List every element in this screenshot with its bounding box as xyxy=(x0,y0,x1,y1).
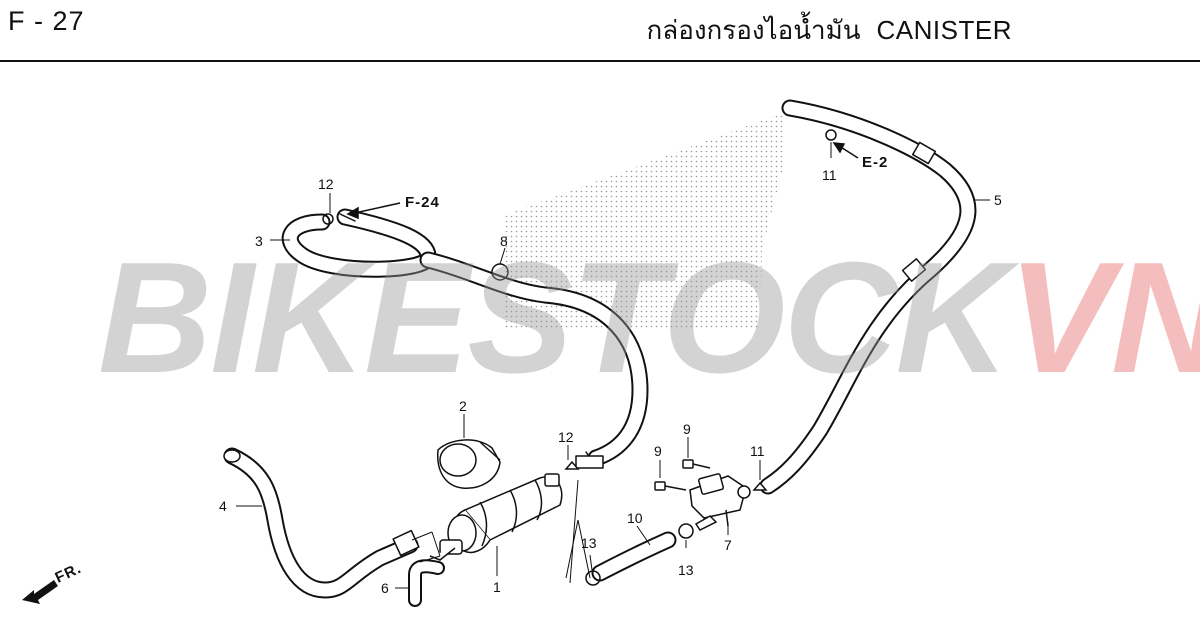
elbow-tube-part-6 xyxy=(408,559,445,607)
callout-11-bottom: 11 xyxy=(750,443,765,459)
ref-arrows xyxy=(346,142,859,220)
hose-5 xyxy=(759,99,977,495)
title-thai: กล่องกรองไอน้ำมัน xyxy=(646,15,861,45)
callout-8: 8 xyxy=(500,233,508,249)
page-code: F - 27 xyxy=(8,6,85,36)
shading-area xyxy=(505,112,785,330)
ref-e2: E-2 xyxy=(862,154,888,171)
valve-part-7 xyxy=(689,473,751,531)
callout-13-left: 13 xyxy=(581,535,597,551)
hose-part-10 xyxy=(591,531,677,582)
callout-3: 3 xyxy=(255,233,263,249)
callout-4: 4 xyxy=(219,498,227,514)
callout-12-top: 12 xyxy=(318,176,334,192)
hose-3 xyxy=(281,208,649,469)
hose-4 xyxy=(223,447,420,599)
callout-9-right: 9 xyxy=(683,421,691,437)
callout-2: 2 xyxy=(459,398,467,414)
callout-12-mid: 12 xyxy=(558,429,574,445)
canister-part-1 xyxy=(429,473,563,561)
title-english: CANISTER xyxy=(876,15,1012,45)
leader-lines xyxy=(236,142,990,589)
callout-13-right: 13 xyxy=(678,562,694,578)
front-arrow-icon xyxy=(22,580,58,604)
callout-7: 7 xyxy=(724,537,732,553)
callout-1: 1 xyxy=(493,579,501,595)
bolts-part-9 xyxy=(654,459,711,491)
callout-11-top: 11 xyxy=(822,167,837,183)
cover-part-2 xyxy=(437,439,501,489)
callout-10: 10 xyxy=(627,510,643,526)
header-rule xyxy=(0,60,1200,62)
callout-6: 6 xyxy=(381,580,389,596)
callout-5: 5 xyxy=(994,192,1002,208)
ref-fr: FR. xyxy=(53,560,85,587)
ref-f24: F-24 xyxy=(405,194,440,211)
page-title: กล่องกรองไอน้ำมัน CANISTER xyxy=(647,10,1012,51)
callout-9-left: 9 xyxy=(654,443,662,459)
